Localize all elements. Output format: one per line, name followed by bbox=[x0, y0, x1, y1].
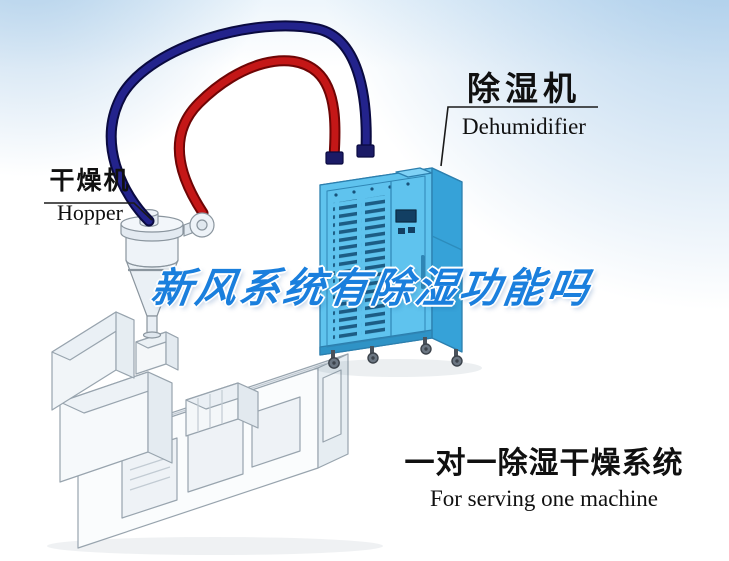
return-pipe bbox=[107, 22, 370, 225]
control-display bbox=[395, 209, 417, 223]
machine-head-side bbox=[147, 371, 173, 464]
hopper-blower bbox=[189, 212, 215, 238]
pipes bbox=[105, 20, 375, 227]
hopper-label: 干燥机 Hopper bbox=[38, 167, 142, 226]
machine-panel bbox=[251, 396, 301, 468]
machine-turret-side bbox=[165, 331, 179, 371]
control-button bbox=[398, 228, 405, 234]
supply-pipe bbox=[175, 57, 339, 217]
control-button bbox=[408, 227, 415, 233]
dehumidifier-shadow bbox=[314, 359, 482, 377]
machine-shadow bbox=[47, 537, 383, 555]
hopper-leader-line bbox=[44, 202, 153, 221]
dehumidifier-unit bbox=[314, 167, 482, 377]
pipe-connector bbox=[325, 151, 344, 165]
extruder-machine bbox=[47, 311, 383, 555]
watermark-title: 新风系统有除湿功能吗 bbox=[148, 265, 595, 311]
dehumidifier-side-face bbox=[431, 167, 463, 353]
hopper-label-cn: 干燥机 bbox=[49, 167, 131, 195]
door-handle bbox=[421, 255, 425, 289]
machine-belt-guard-side bbox=[115, 311, 135, 379]
hopper-outlet-flange bbox=[142, 331, 162, 339]
caption: 一对一除湿干燥系统 For serving one machine bbox=[396, 448, 692, 511]
dehumidifier-vent-louvers bbox=[361, 195, 385, 339]
machine-end-panel bbox=[322, 369, 342, 443]
dehumidifier-vent-louvers bbox=[333, 199, 357, 343]
dehumidifier-leader-line bbox=[440, 106, 598, 167]
pipe-connector bbox=[356, 144, 375, 158]
dehumidifier-top-lid bbox=[395, 167, 433, 178]
caster-wheels bbox=[328, 337, 463, 369]
machine-top-box-side bbox=[237, 382, 259, 429]
dehumidifier-label-en: Dehumidifier bbox=[462, 113, 586, 139]
hopper-label-en: Hopper bbox=[57, 200, 123, 226]
dehumidifier-base-band bbox=[319, 329, 433, 356]
hopper-outlet-tube bbox=[146, 315, 158, 335]
leader-lines bbox=[44, 106, 598, 221]
dehumidifier-door-border bbox=[326, 175, 426, 348]
caption-cn: 一对一除湿干燥系统 bbox=[404, 447, 684, 480]
dehumidifier-label-cn: 除湿机 bbox=[467, 70, 581, 107]
supply-pipe-outline bbox=[173, 55, 341, 219]
caption-en: For serving one machine bbox=[429, 485, 659, 511]
dehumidifier-label: 除湿机 Dehumidifier bbox=[448, 70, 600, 139]
